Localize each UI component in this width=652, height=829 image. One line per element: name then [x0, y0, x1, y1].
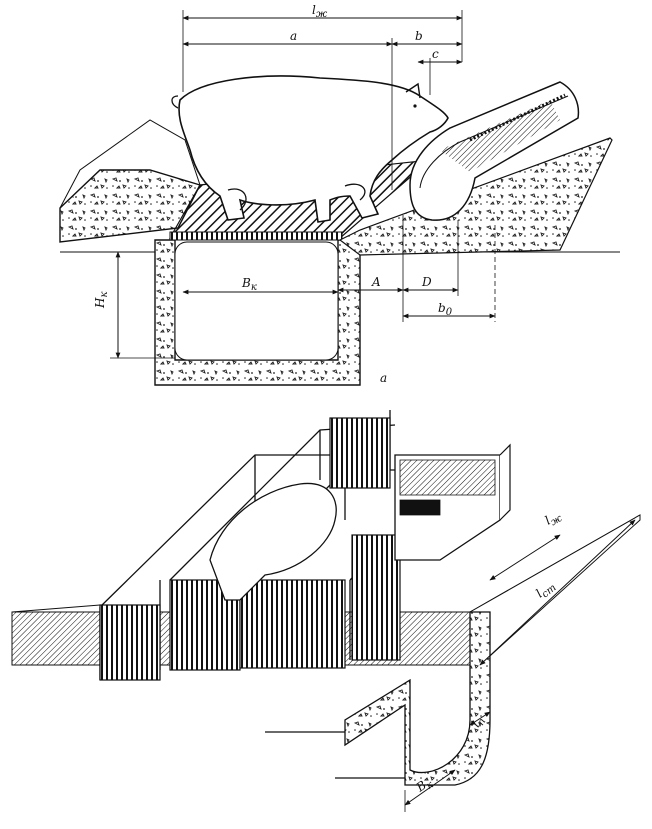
feeder-box	[394, 443, 511, 561]
dim-label-h-k: Hк	[93, 292, 110, 309]
panel-letter-a: а	[380, 371, 387, 385]
back-gate	[329, 417, 391, 489]
figure-b-pen-perspective: lж lст lп Bк	[11, 410, 641, 812]
front-gate-far	[351, 534, 401, 661]
manure-channel-void	[174, 241, 339, 361]
dim-label-d: D	[421, 275, 432, 289]
dim-label-b-k: Bк	[241, 276, 257, 293]
dim-label-b: b	[415, 29, 423, 43]
front-gate-right	[239, 579, 346, 669]
channel-section	[265, 611, 491, 786]
dim-label-l-zh-b: lж	[543, 508, 565, 531]
front-gate-left	[99, 604, 161, 681]
dim-label-b0: b0	[438, 301, 453, 318]
dim-label-a: a	[290, 29, 297, 43]
figure-a-section-view: lж a b c Hк Bк A D b0 а	[59, 3, 620, 386]
slatted-floor-edge	[169, 231, 343, 241]
pig-in-pen	[209, 482, 337, 601]
dim-label-l-n: lп	[468, 714, 488, 731]
right-concrete-floor	[338, 137, 613, 256]
dim-label-c: c	[432, 47, 439, 61]
feeder-trough	[409, 81, 580, 221]
dim-label-a-cap: A	[371, 275, 381, 289]
dim-label-l-zh: lж	[312, 3, 328, 20]
